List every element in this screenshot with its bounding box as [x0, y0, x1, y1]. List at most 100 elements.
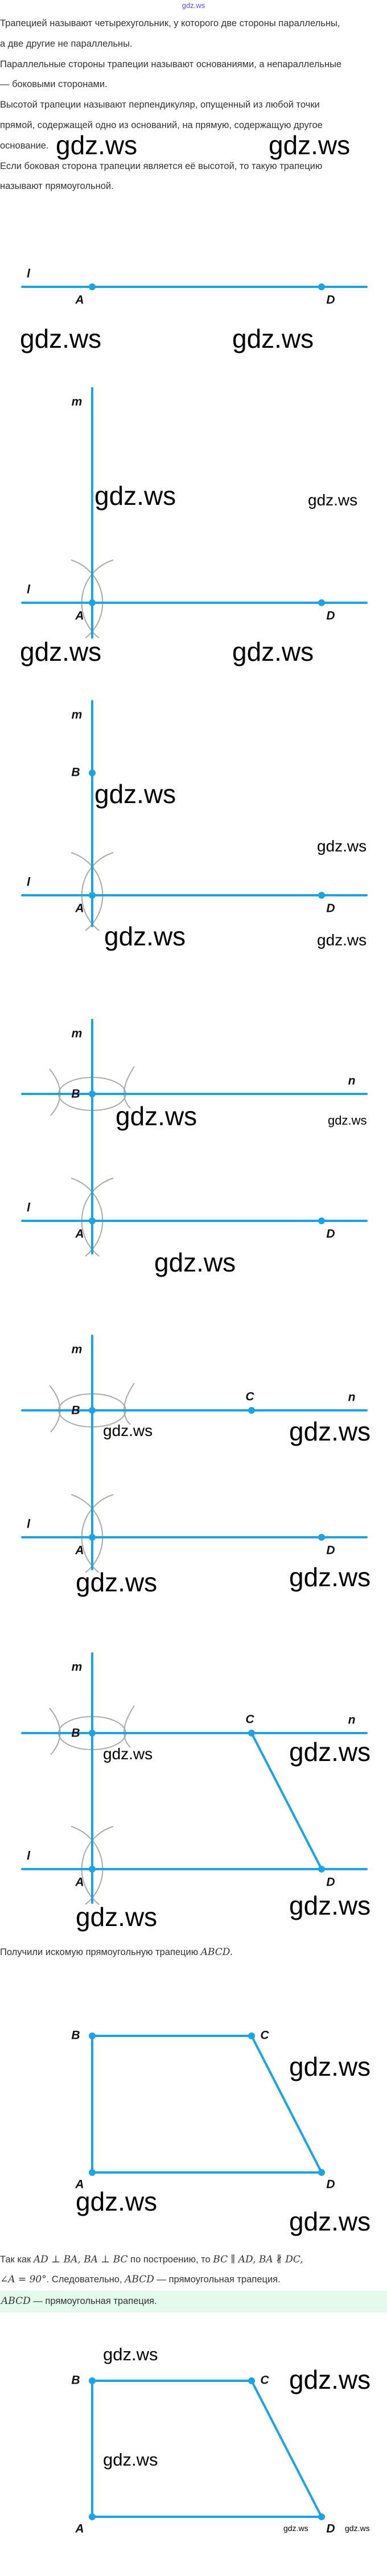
point-b — [89, 1407, 96, 1414]
label-B: B — [71, 766, 80, 779]
compass-arc — [81, 559, 114, 639]
label-A: A — [75, 2178, 84, 2191]
point-c — [248, 2032, 255, 2039]
point-d — [318, 2169, 325, 2176]
proof-text: Так как — [0, 2254, 34, 2265]
compass-arc — [71, 852, 104, 931]
point-d — [318, 892, 325, 899]
label-l: l — [27, 268, 31, 281]
point-d — [318, 2513, 325, 2520]
proof-text: по построению, то — [127, 2254, 213, 2265]
answer-text: — прямоугольная трапеция. — [30, 2296, 157, 2306]
compass-arc — [81, 852, 114, 931]
label-l: l — [27, 1850, 31, 1863]
label-B: B — [71, 1088, 80, 1101]
intro-line: основание. — [0, 140, 49, 151]
label-A: A — [75, 2522, 84, 2536]
intro-line: а две другие не параллельны. — [0, 38, 133, 49]
watermark-text: gdz.ws — [76, 1902, 158, 1932]
watermark-text: gdz.ws — [116, 1101, 197, 1131]
watermark-text: gdz.ws — [289, 1736, 371, 1767]
compass-arc — [123, 1705, 135, 1748]
label-C: C — [245, 1390, 254, 1404]
point-a — [89, 1866, 96, 1873]
label-D: D — [326, 902, 335, 915]
point-c — [248, 2377, 255, 2384]
label-B: B — [71, 2029, 80, 2042]
proof-math: ∠A = 90° — [0, 2274, 47, 2285]
label-D: D — [326, 2178, 335, 2191]
label-m: m — [72, 396, 83, 409]
compass-arc — [123, 1382, 135, 1425]
point-a — [89, 892, 96, 899]
proof-text: . Следовательно, — [46, 2274, 125, 2285]
label-D: D — [326, 1876, 335, 1889]
watermark-text: gdz.ws — [289, 2206, 371, 2236]
label-n: n — [348, 1391, 356, 1404]
intro-line: прямой, содержащей одно из оснований, на… — [0, 120, 323, 130]
label-D: D — [326, 1544, 335, 1557]
watermark-text: gdz.ws — [56, 130, 138, 160]
point-b — [89, 769, 96, 776]
label-l: l — [27, 583, 31, 596]
proof-math: BC ∥ AD, BA ∦ DC, — [213, 2254, 303, 2265]
result-label: Получили искомую прямоугольную трапецию — [0, 1947, 201, 1957]
point-b — [89, 1091, 96, 1097]
watermark-text: gdz.ws — [94, 480, 176, 511]
label-C: C — [260, 2374, 269, 2387]
watermark-text: gdz.ws — [103, 2344, 158, 2364]
watermark-text: gdz.ws — [317, 931, 367, 949]
watermark-text: gdz.ws — [103, 1421, 153, 1439]
point-b — [89, 2377, 96, 2384]
label-m: m — [72, 1661, 83, 1674]
watermark-text: gdz.ws — [289, 2364, 371, 2394]
compass-arc — [81, 1494, 114, 1573]
watermark-text: gdz.ws — [289, 1416, 371, 1446]
label-A: A — [75, 294, 84, 307]
compass-arc — [123, 1066, 135, 1109]
answer-box: ABCD — прямоугольная трапеция. — [0, 2291, 387, 2312]
watermark-text: gdz.ws — [232, 636, 314, 666]
label-n: n — [348, 1714, 356, 1727]
compass-arc — [71, 559, 104, 639]
site-header-logo[interactable]: gdz.ws — [182, 1, 205, 10]
point-a — [89, 1217, 96, 1224]
point-a — [89, 1534, 96, 1541]
intro-line: Параллельные стороны трапеции называют о… — [0, 59, 342, 69]
label-D: D — [326, 294, 335, 307]
label-B: B — [71, 1727, 80, 1740]
compass-arc — [71, 1826, 104, 1905]
label-A: A — [75, 902, 84, 915]
point-a — [89, 599, 96, 606]
label-l: l — [27, 1518, 31, 1531]
compass-arc — [81, 1826, 114, 1905]
point-d — [318, 599, 325, 606]
point-a — [89, 2169, 96, 2176]
compass-arc — [81, 1178, 114, 1257]
watermark-text: gdz.ws — [232, 323, 314, 353]
point-a — [89, 283, 96, 290]
label-D: D — [326, 2522, 335, 2536]
point-a — [89, 2513, 96, 2520]
label-D: D — [326, 1228, 335, 1241]
label-m: m — [72, 1343, 83, 1356]
label-D: D — [326, 610, 335, 623]
point-d — [318, 1217, 325, 1224]
watermark-text: gdz.ws — [103, 1744, 153, 1763]
point-d — [318, 283, 325, 290]
side-cd — [250, 1732, 323, 1870]
label-B: B — [71, 1404, 80, 1417]
watermark-text: gdz.ws — [94, 779, 176, 809]
label-A: A — [75, 1228, 84, 1241]
watermark-text: gdz.ws — [154, 1247, 236, 1277]
intro-line: Трапецией называют четырехугольник, у ко… — [0, 18, 340, 28]
label-A: A — [75, 1876, 84, 1889]
compass-arc — [71, 1178, 104, 1257]
proof-math: ABCD — [125, 2274, 154, 2285]
label-l: l — [27, 876, 31, 889]
compass-arc — [71, 1494, 104, 1573]
result-text: Получили искомую прямоугольную трапецию … — [0, 1947, 233, 1958]
proof-text: — прямоугольная трапеция. — [154, 2274, 281, 2285]
label-A: A — [75, 610, 84, 623]
